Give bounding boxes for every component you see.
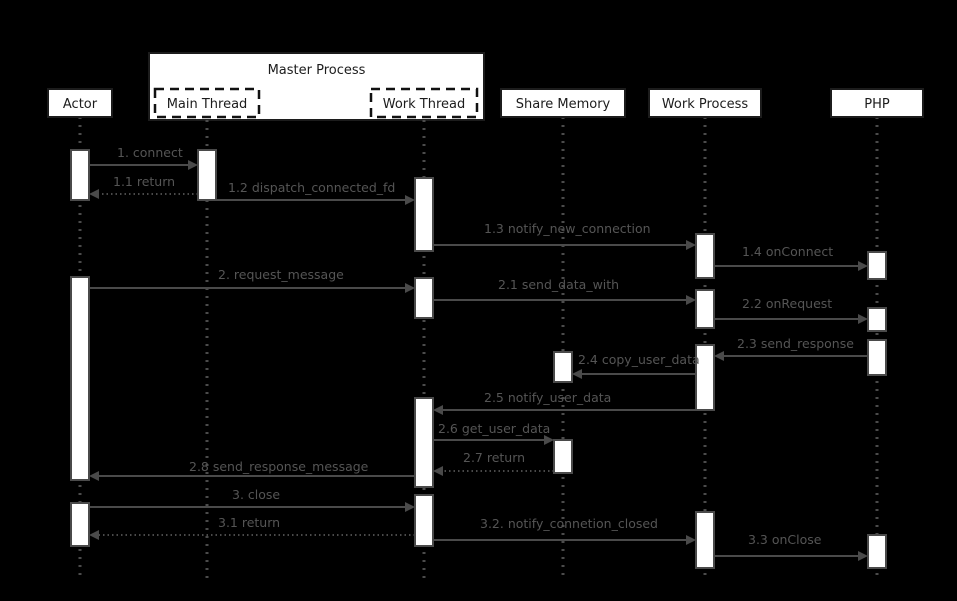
- message-label-m31: 3.1 return: [218, 515, 280, 530]
- activation-bar-work-process-11: [695, 289, 715, 329]
- participant-label-main-thread: Main Thread: [167, 97, 248, 112]
- activation-bar-work-thread-7: [414, 494, 434, 547]
- message-arrowhead-m25: [433, 405, 443, 415]
- message-arrowhead-m27: [433, 466, 443, 476]
- message-label-m32: 3.2. notify_connetion_closed: [480, 516, 658, 531]
- participant-box-work-thread[interactable]: [369, 87, 479, 119]
- message-arrowhead-m21: [686, 295, 696, 305]
- message-label-m3: 3. close: [232, 487, 280, 502]
- activation-bar-work-thread-6: [414, 397, 434, 488]
- message-arrowhead-m14: [858, 261, 868, 271]
- activation-bar-work-process-10: [695, 233, 715, 279]
- message-arrowhead-m11: [89, 189, 99, 199]
- message-m27: 2.7 return: [433, 450, 554, 476]
- activation-bar-php-15: [867, 307, 887, 332]
- activation-bar-main-thread-3: [197, 149, 217, 201]
- message-m24: 2.4 copy_user_data: [572, 352, 700, 379]
- message-m12: 1.2 dispatch_connected_fd: [216, 180, 415, 205]
- group-label-master-process: Master Process: [268, 63, 366, 78]
- activation-bar-work-thread-4: [414, 177, 434, 252]
- message-arrowhead-m12: [405, 195, 415, 205]
- activation-bar-work-process-13: [695, 511, 715, 569]
- participant-label-share-memory: Share Memory: [516, 97, 611, 112]
- message-m32: 3.2. notify_connetion_closed: [433, 516, 696, 545]
- message-m1: 1. connect: [89, 145, 198, 170]
- participant-box-main-thread[interactable]: [153, 87, 261, 119]
- participant-box-work-process[interactable]: [648, 88, 762, 118]
- message-label-m21: 2.1 send_data_with: [498, 277, 619, 292]
- message-arrowhead-m31: [89, 530, 99, 540]
- message-m25: 2.5 notify_user_data: [433, 390, 696, 415]
- message-label-m25: 2.5 notify_user_data: [484, 390, 611, 405]
- message-label-m28: 2.8 send_response_message: [189, 459, 369, 474]
- message-arrowhead-m23: [714, 351, 724, 361]
- message-m11: 1.1 return: [89, 174, 198, 199]
- participant-box-php[interactable]: [830, 88, 924, 118]
- message-m22: 2.2 onRequest: [714, 296, 868, 324]
- message-m21: 2.1 send_data_with: [433, 277, 696, 305]
- participant-label-work-thread: Work Thread: [383, 97, 466, 112]
- message-label-m14: 1.4 onConnect: [742, 244, 833, 259]
- message-layer: 1. connect 1.1 return 1.2 dispatch_connect…: [89, 145, 868, 561]
- message-m28: 2.8 send_response_message: [89, 459, 415, 481]
- activation-bar-php-14: [867, 251, 887, 280]
- participant-box-share-memory[interactable]: [500, 88, 626, 118]
- activation-bar-work-process-12: [695, 344, 715, 411]
- message-label-m27: 2.7 return: [463, 450, 525, 465]
- participant-label-work-process: Work Process: [662, 97, 749, 112]
- message-label-m12: 1.2 dispatch_connected_fd: [228, 180, 395, 195]
- message-m14: 1.4 onConnect: [714, 244, 868, 271]
- message-arrowhead-m13: [686, 240, 696, 250]
- message-arrowhead-m28: [89, 471, 99, 481]
- message-m13: 1.3 notify_new_connection: [433, 221, 696, 250]
- message-label-m13: 1.3 notify_new_connection: [484, 221, 651, 236]
- message-label-m11: 1.1 return: [113, 174, 175, 189]
- activation-bar-work-thread-5: [414, 277, 434, 319]
- activation-bar-share-memory-8: [553, 351, 573, 383]
- message-label-m2: 2. request_message: [218, 267, 344, 282]
- participant-label-php: PHP: [864, 97, 890, 112]
- message-m3: 3. close: [89, 487, 415, 512]
- message-arrowhead-m3: [405, 502, 415, 512]
- message-arrowhead-m2: [405, 283, 415, 293]
- activation-bar-share-memory-9: [553, 439, 573, 474]
- message-arrowhead-m22: [858, 314, 868, 324]
- message-arrowhead-m24: [572, 369, 582, 379]
- message-arrowhead-m32: [686, 535, 696, 545]
- participant-label-actor: Actor: [63, 97, 98, 112]
- message-m33: 3.3 onClose: [714, 532, 868, 561]
- message-arrowhead-m33: [858, 551, 868, 561]
- message-label-m22: 2.2 onRequest: [742, 296, 832, 311]
- message-label-m1: 1. connect: [117, 145, 183, 160]
- activation-bar-actor-0: [70, 149, 90, 201]
- participant-layer: Actor Main Thread Work Thread Share Memory W…: [47, 87, 924, 119]
- message-m26: 2.6 get_user_data: [433, 421, 554, 445]
- message-m2: 2. request_message: [89, 267, 415, 293]
- message-arrowhead-m26: [544, 435, 554, 445]
- activation-bar-php-17: [867, 534, 887, 569]
- activation-layer: [70, 149, 887, 569]
- message-label-m26: 2.6 get_user_data: [438, 421, 550, 436]
- message-label-m23: 2.3 send_response: [737, 336, 854, 351]
- activation-bar-actor-1: [70, 276, 90, 481]
- message-label-m33: 3.3 onClose: [748, 532, 822, 547]
- activation-bar-php-16: [867, 339, 887, 376]
- message-m23: 2.3 send_response: [714, 336, 868, 361]
- message-label-m24: 2.4 copy_user_data: [578, 352, 700, 367]
- participant-box-actor[interactable]: [47, 88, 113, 118]
- message-arrowhead-m1: [188, 160, 198, 170]
- activation-bar-actor-2: [70, 502, 90, 547]
- message-m31: 3.1 return: [89, 515, 415, 540]
